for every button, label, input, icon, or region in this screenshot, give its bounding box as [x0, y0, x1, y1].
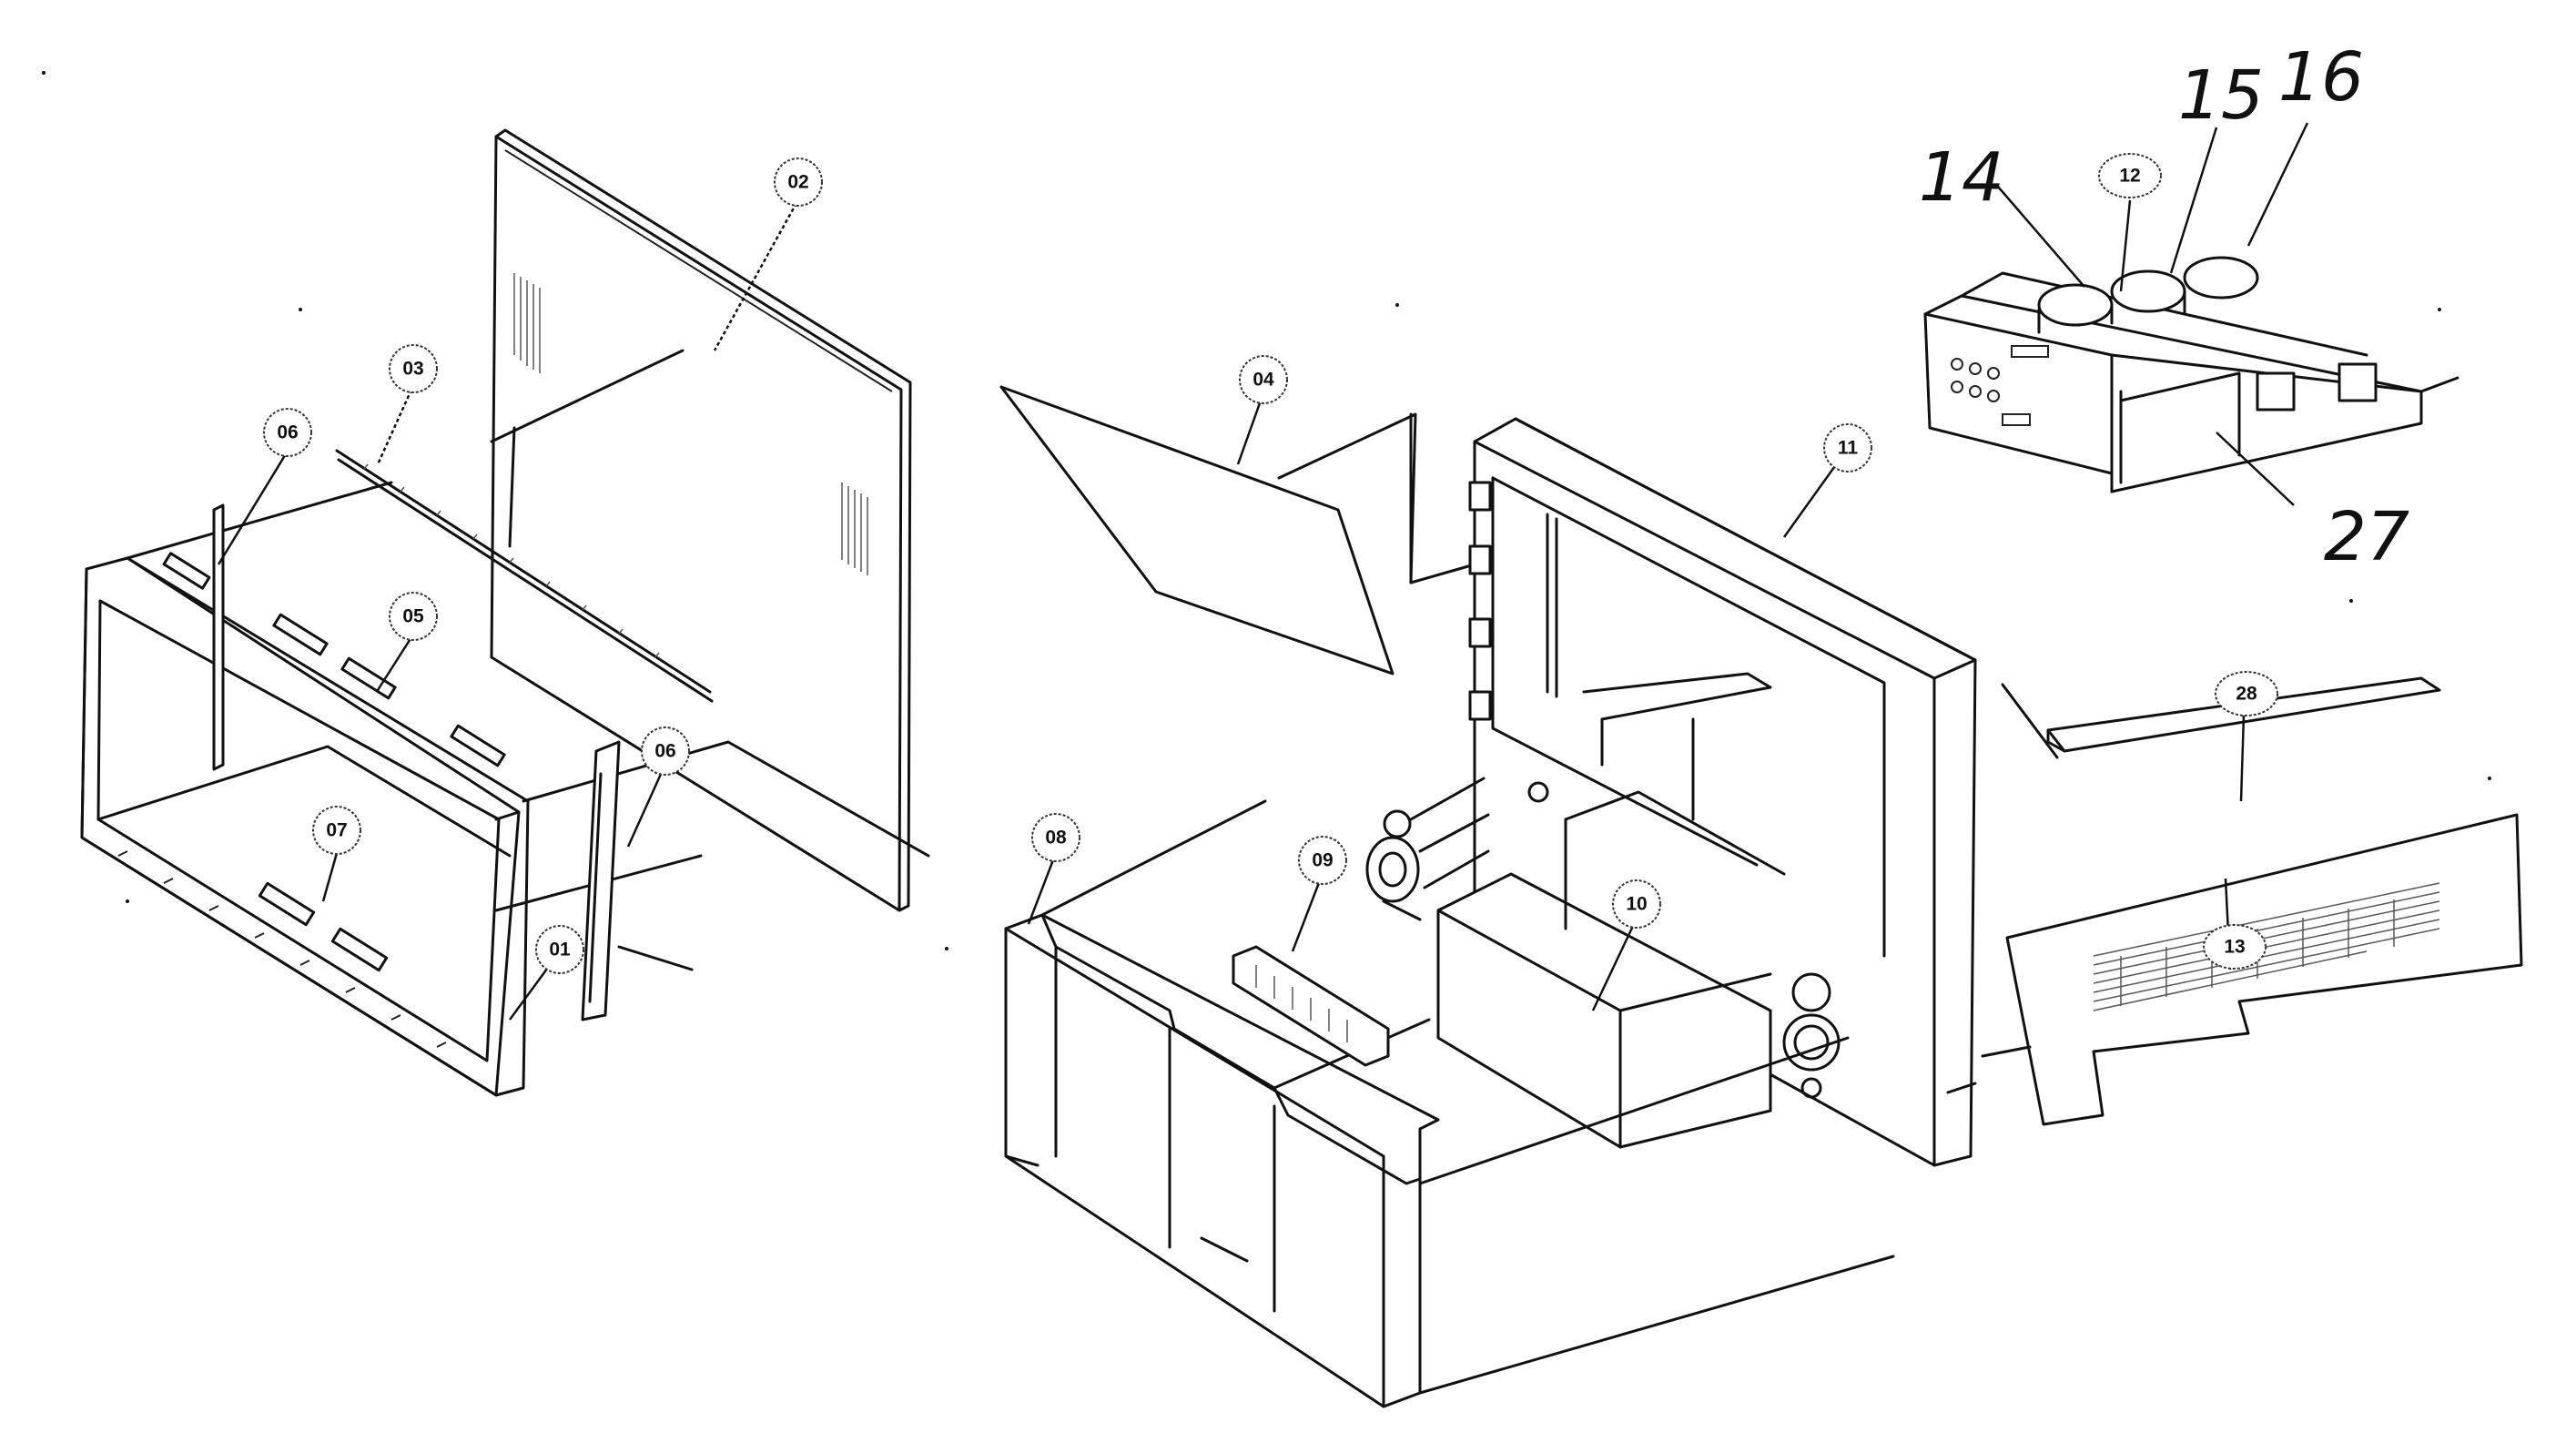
callout-06-left: 06	[263, 408, 312, 457]
callout-label: 06	[277, 422, 298, 443]
front-cabinet-assembly	[80, 128, 930, 1097]
callout-label: 10	[1626, 894, 1647, 915]
side-strip-left	[212, 503, 225, 771]
callout-label: 02	[787, 172, 808, 193]
callout-07: 07	[312, 806, 361, 855]
callout-11: 11	[1823, 423, 1872, 472]
floor-box	[1436, 790, 1786, 1149]
callout-label: 12	[2119, 166, 2140, 187]
rear-cabinet-assembly	[999, 385, 1977, 1408]
top-rail	[335, 449, 714, 703]
callout-28: 28	[2215, 671, 2278, 716]
callout-06-right: 06	[641, 726, 690, 776]
screen-panel	[490, 128, 912, 912]
callout-label: 01	[549, 940, 571, 960]
handwritten-label-15: 15	[2178, 56, 2264, 135]
callout-label: 04	[1253, 370, 1274, 391]
handwritten-label-14: 14	[1919, 138, 2004, 217]
handwritten-label-16: 16	[2278, 38, 2364, 117]
scan-marks	[42, 71, 2491, 950]
callout-label: 11	[1838, 438, 1859, 459]
callout-label: 07	[326, 820, 347, 841]
electronics-chassis	[1923, 256, 2459, 493]
leader-lines	[217, 122, 2309, 1021]
callout-label: 06	[654, 741, 675, 762]
callout-02: 02	[774, 157, 823, 207]
callout-label: 05	[402, 606, 424, 627]
callout-08: 08	[1031, 813, 1080, 862]
callout-label: 03	[402, 359, 423, 380]
callout-label: 13	[2224, 937, 2245, 958]
mirror-panel	[999, 385, 1476, 676]
callout-04: 04	[1239, 355, 1288, 404]
callout-label: 08	[1045, 828, 1067, 848]
callout-01: 01	[535, 925, 584, 974]
cabinet-base	[1004, 799, 1895, 1408]
handwritten-label-27: 27	[2324, 498, 2409, 576]
callout-09: 09	[1298, 836, 1347, 885]
callout-05: 05	[389, 592, 438, 641]
callout-label: 09	[1312, 850, 1333, 871]
callout-03: 03	[389, 344, 438, 393]
side-strip-right	[581, 740, 694, 1021]
callout-12: 12	[2098, 153, 2162, 198]
speaker-unit	[1232, 777, 1490, 1067]
callout-10: 10	[1612, 879, 1661, 929]
front-frame	[80, 481, 930, 1097]
callout-13: 13	[2203, 924, 2267, 970]
callout-label: 28	[2236, 684, 2257, 705]
